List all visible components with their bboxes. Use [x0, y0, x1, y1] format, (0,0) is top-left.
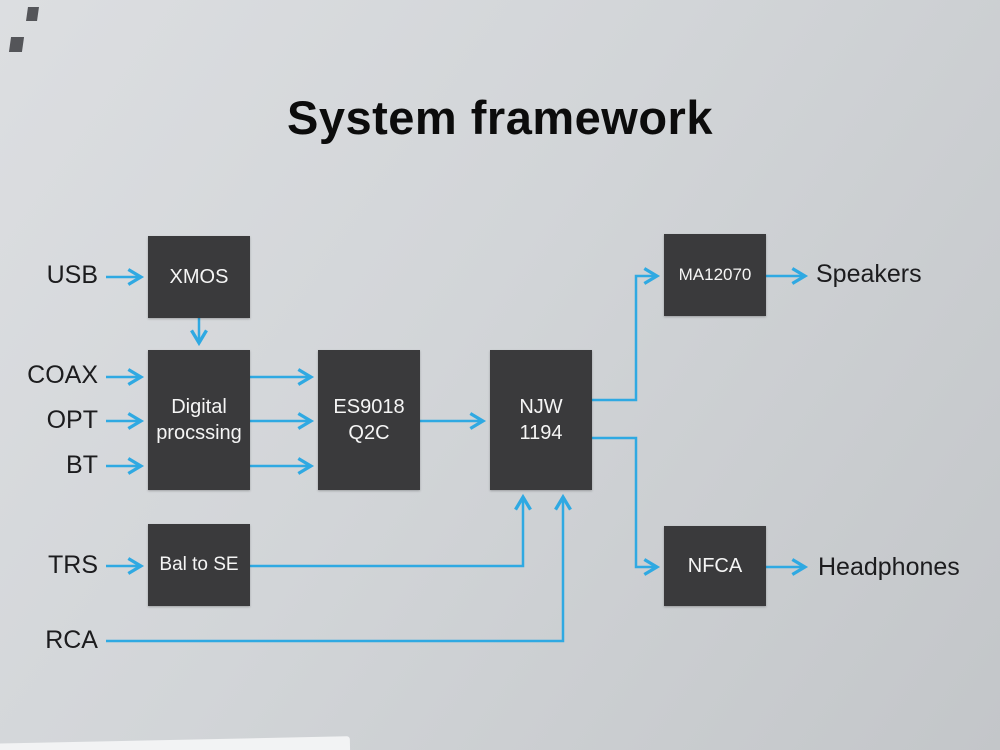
block-ma12070: MA12070	[664, 234, 766, 316]
label-speakers: Speakers	[816, 260, 922, 288]
block-nfca: NFCA	[664, 526, 766, 606]
label-opt: OPT	[46, 406, 98, 434]
label-usb: USB	[46, 261, 98, 289]
label-bt: BT	[66, 451, 98, 479]
block-xmos: XMOS	[148, 236, 250, 318]
block-bal-to-se: Bal to SE	[148, 524, 250, 606]
label-trs: TRS	[48, 551, 98, 579]
block-njw-1194: NJW 1194	[490, 350, 592, 490]
arrow-rca-to-njw	[106, 493, 572, 643]
arrow-njw-to-ma12070	[592, 267, 661, 402]
label-coax: COAX	[27, 361, 98, 389]
block-es9018-q2c: ES9018 Q2C	[318, 350, 420, 490]
label-rca: RCA	[45, 626, 98, 654]
block-digital-processing: Digital procssing	[148, 350, 250, 490]
diagram-title: System framework	[287, 91, 713, 144]
arrow-njw-to-nfca	[592, 436, 661, 576]
arrow-baltose-to-njw	[250, 493, 532, 568]
label-headphones: Headphones	[818, 553, 960, 581]
